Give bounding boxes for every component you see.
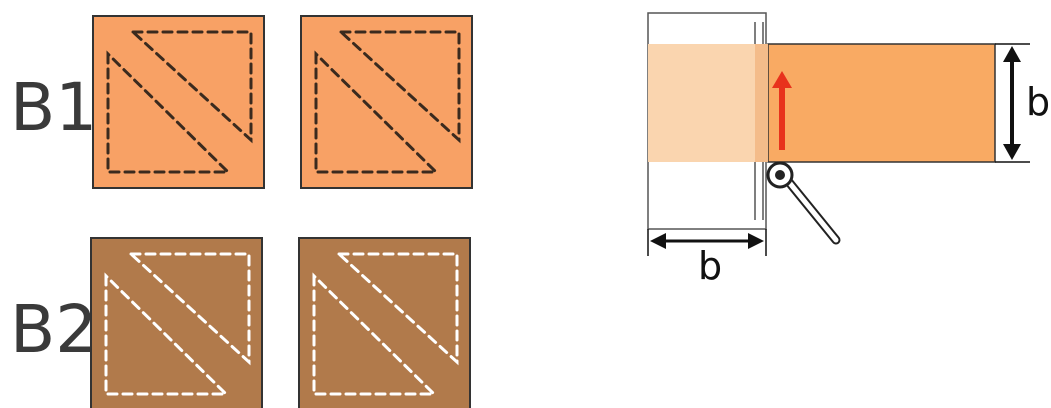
width-dimension <box>647 229 767 256</box>
height-dimension <box>995 43 1030 163</box>
sewing-schematic: b b <box>647 12 1050 288</box>
b1-tile-2 <box>300 15 473 189</box>
b2-tile-1 <box>90 237 263 408</box>
row-label-b1: B1 <box>10 69 97 146</box>
feed-direction-arrow <box>772 71 792 150</box>
fabric-overlap <box>648 44 755 162</box>
width-label: b <box>698 244 722 288</box>
row-label-b2: B2 <box>10 291 97 368</box>
b1-tile-1 <box>92 15 265 189</box>
fabric-strip <box>767 43 996 163</box>
lever-icon <box>766 161 841 245</box>
height-label: b <box>1026 80 1050 124</box>
b2-tile-2 <box>298 237 471 408</box>
